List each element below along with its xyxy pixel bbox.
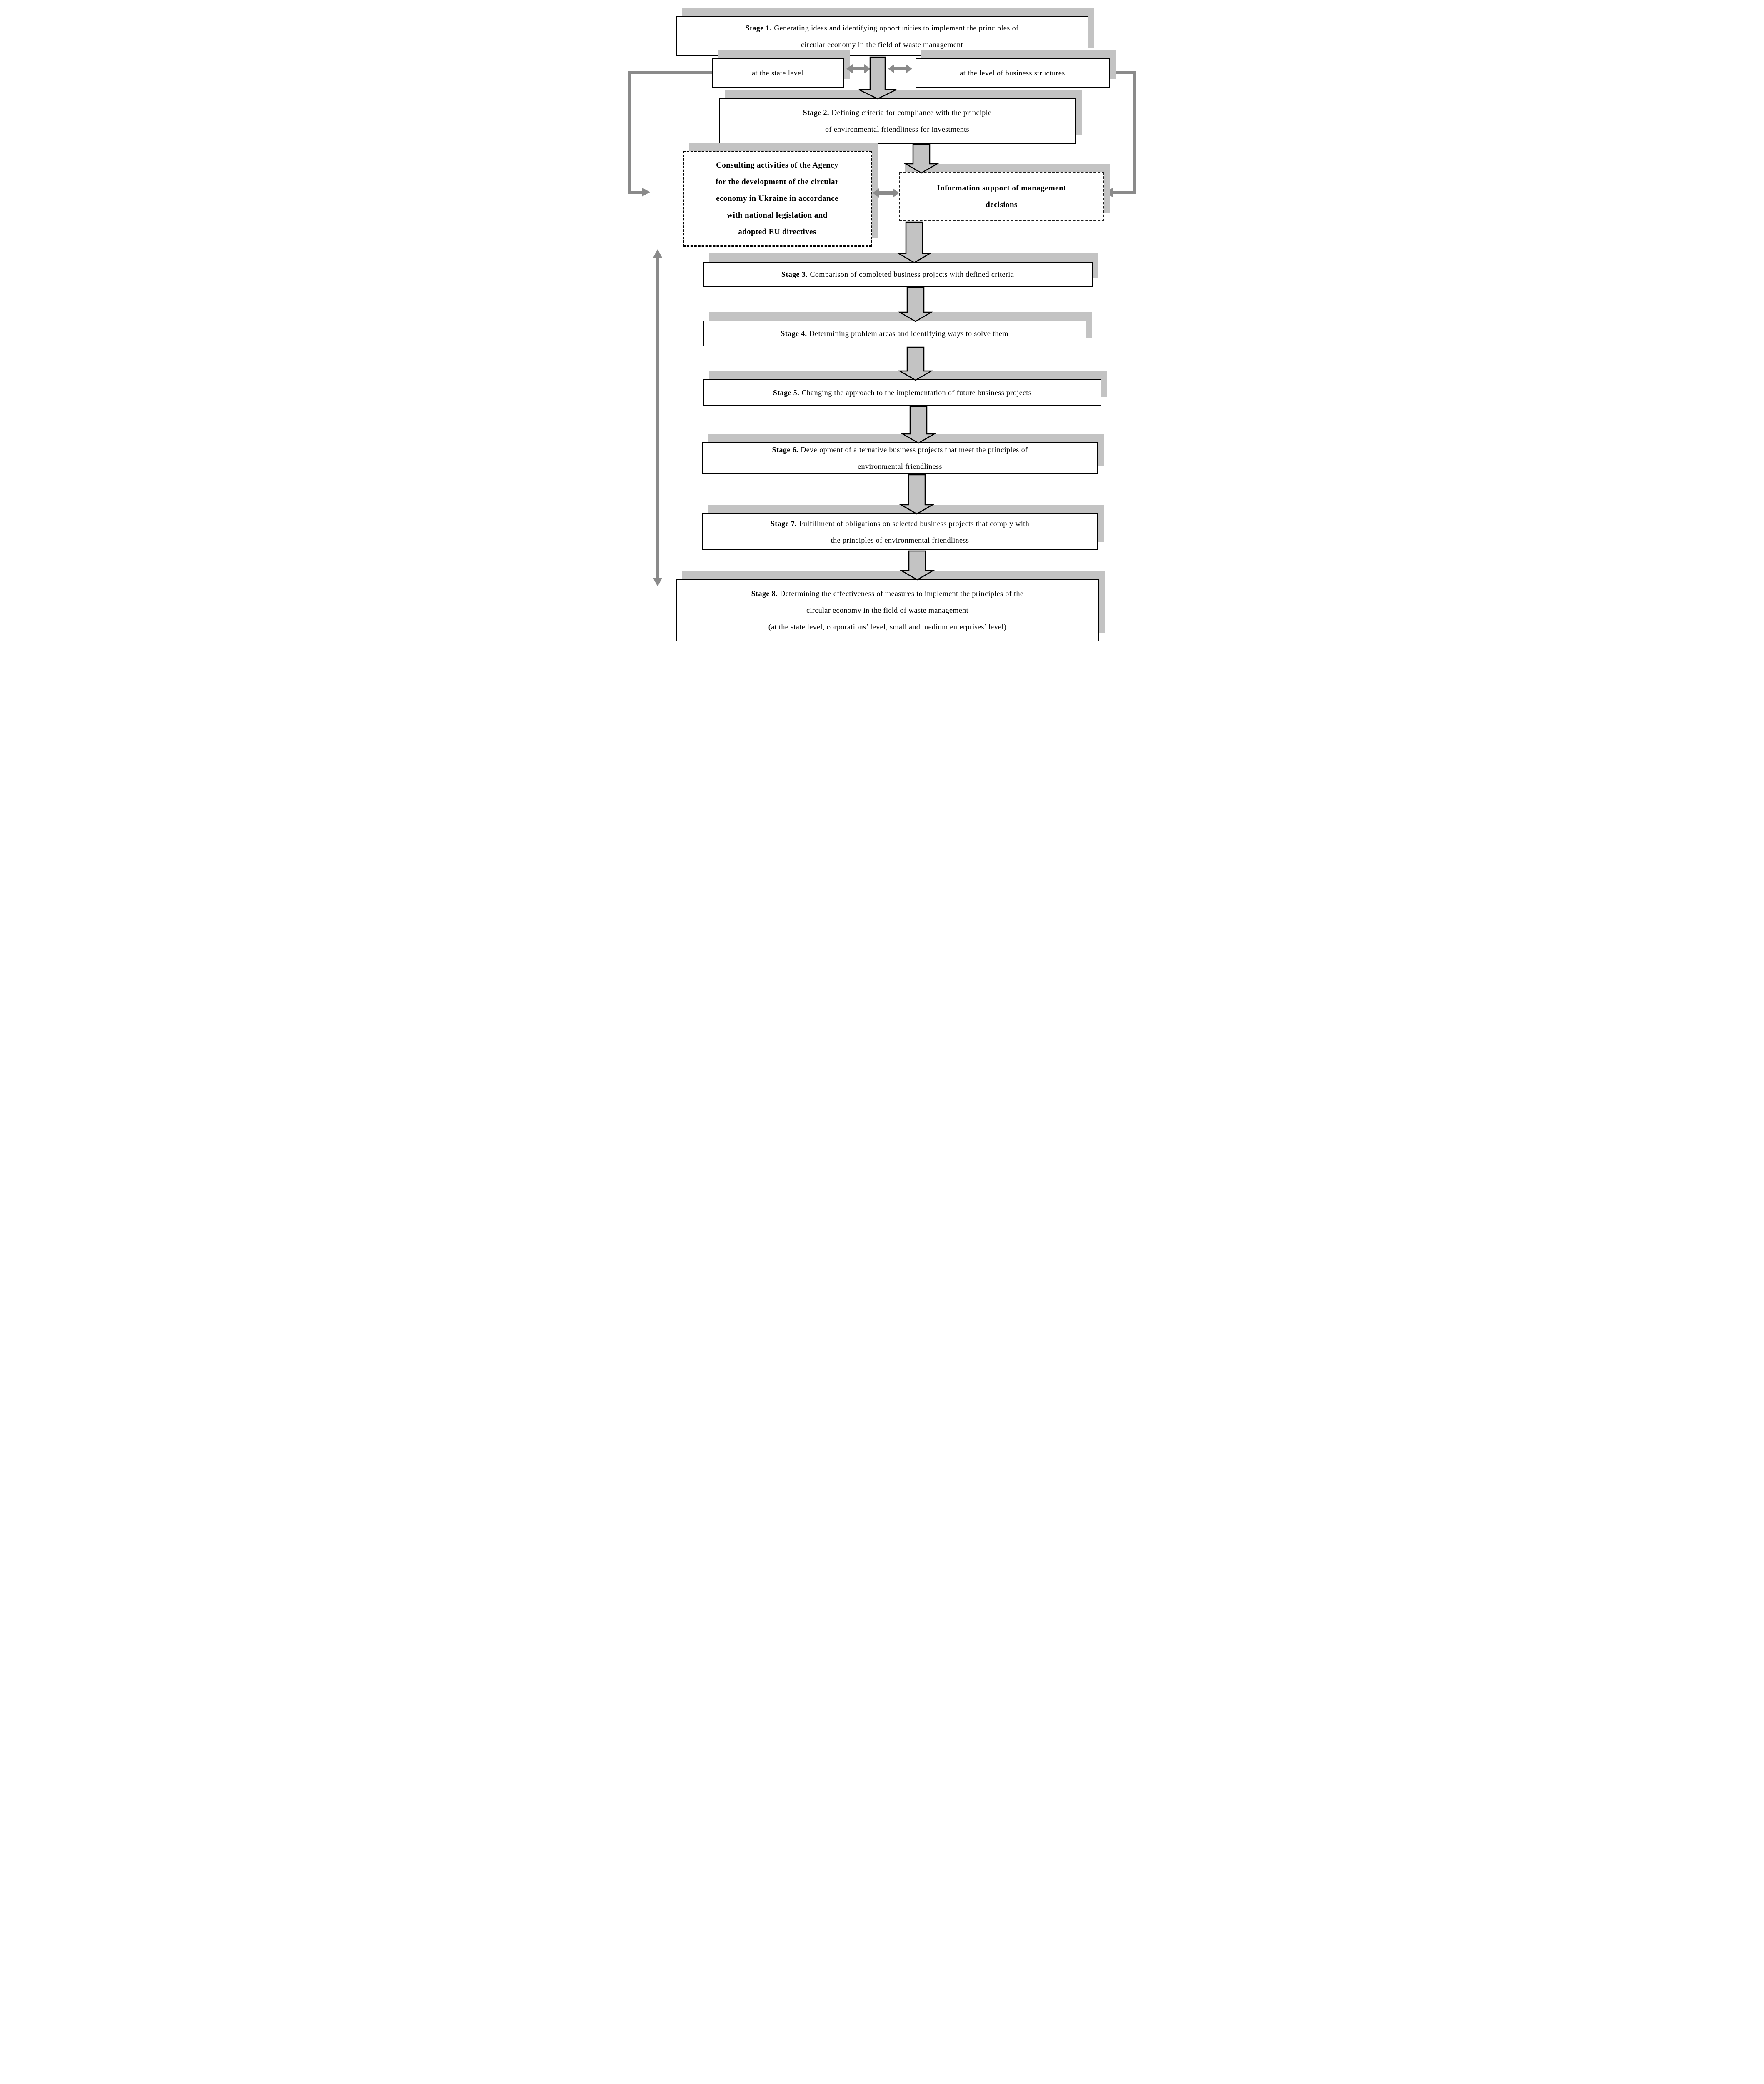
consulting-text-line2: for the development of the circular: [716, 178, 839, 186]
stage-6-text-line2: environmental friendliness: [858, 462, 942, 471]
stage-8-text-line3: (at the state level, corporations’ level…: [768, 623, 1007, 631]
feedback-elbow-right-vertical-segment: [1132, 71, 1136, 194]
stage-2-box: Stage 2.Defining criteria for compliance…: [718, 98, 1076, 144]
stage-4-box: Stage 4.Determining problem areas and id…: [703, 321, 1086, 346]
stage-6-box: Stage 6.Development of alternative busin…: [702, 442, 1098, 474]
stage-8-box: Stage 8.Determining the effectiveness of…: [676, 579, 1099, 641]
arrow-info-to-stage3-icon: [896, 221, 932, 263]
business-structures-text: at the level of business structures: [960, 68, 1065, 77]
flowchart-canvas: Stage 1.Generating ideas and identifying…: [623, 0, 1141, 646]
arrow-stage7-to-stage8-icon: [899, 550, 935, 581]
stage-2-text-line2: of environmental friendliness for invest…: [825, 125, 969, 133]
feedback-elbow-left-top-segment: [628, 71, 712, 74]
stage-3-box: Stage 3.Comparison of completed business…: [703, 262, 1093, 287]
stage-1-box: Stage 1.Generating ideas and identifying…: [676, 16, 1088, 56]
state-level-text: at the state level: [752, 68, 803, 77]
stage-7-text-line2: the principles of environmental friendli…: [831, 536, 969, 544]
arrow-stage6-to-stage7-icon: [898, 474, 935, 515]
feedback-elbow-left-bottom-segment: [628, 191, 642, 194]
stage-6-text-line1: Stage 6.Development of alternative busin…: [772, 446, 1028, 454]
stage-3-text-line1: Stage 3.Comparison of completed business…: [781, 270, 1014, 278]
stage-5-label: Stage 5.: [773, 388, 800, 397]
info-support-text-line2: decisions: [986, 200, 1018, 209]
stage-1-text-line2: circular economy in the field of waste m…: [801, 40, 963, 49]
stage-2-label: Stage 2.: [803, 108, 829, 117]
consulting-box: Consulting activities of the Agency for …: [683, 151, 872, 247]
state-level-box: at the state level: [711, 58, 844, 88]
stage-8-text-line1: Stage 8.Determining the effectiveness of…: [751, 589, 1024, 598]
stage-3-label: Stage 3.: [781, 270, 808, 278]
info-support-text-line1: Information support of management: [937, 184, 1066, 193]
stage-5-box: Stage 5.Changing the approach to the imp…: [703, 379, 1101, 406]
feedback-elbow-right-bottom-segment: [1113, 191, 1136, 194]
feedback-elbow-right-top-segment: [1109, 71, 1136, 74]
arrow-stage5-to-stage6-icon: [900, 406, 936, 444]
stage-7-box: Stage 7.Fulfillment of obligations on se…: [702, 513, 1098, 550]
feedback-elbow-right-arrowhead-icon: [1104, 188, 1113, 197]
consulting-text-line5: adopted EU directives: [738, 228, 816, 236]
info-support-box: Information support of management decisi…: [899, 172, 1104, 221]
stage-2-text-line1: Stage 2.Defining criteria for compliance…: [803, 108, 992, 117]
stage-7-text-line1: Stage 7.Fulfillment of obligations on se…: [770, 519, 1030, 528]
arrow-stage2-to-info-icon: [903, 144, 939, 174]
feedback-elbow-left-arrowhead-icon: [641, 188, 650, 197]
arrow-stage3-to-stage4-icon: [897, 287, 933, 322]
arrow-stage4-to-stage5-icon: [897, 346, 933, 381]
consulting-text-line3: economy in Ukraine in accordance: [716, 194, 838, 203]
stage-6-label: Stage 6.: [772, 446, 798, 454]
stage-8-label: Stage 8.: [751, 589, 778, 598]
feedback-elbow-left-vertical-segment: [628, 71, 631, 194]
stage-4-text-line1: Stage 4.Determining problem areas and id…: [781, 329, 1008, 338]
stage-5-text-line1: Stage 5.Changing the approach to the imp…: [773, 388, 1032, 397]
consulting-text-line4: with national legislation and: [727, 211, 828, 220]
consulting-text-line1: Consulting activities of the Agency: [716, 161, 838, 170]
stage-4-label: Stage 4.: [781, 329, 807, 338]
stage-8-text-line2: circular economy in the field of waste m…: [806, 606, 968, 614]
arrow-stage1-to-stage2-icon: [858, 56, 897, 100]
stage-7-label: Stage 7.: [770, 519, 797, 528]
double-arrow-state-center-icon: [846, 64, 871, 73]
double-arrow-center-business-icon: [888, 64, 912, 73]
double-arrow-consulting-info-icon: [872, 188, 899, 198]
vertical-double-arrow-icon: [653, 249, 662, 586]
stage-1-label: Stage 1.: [745, 23, 772, 32]
business-structures-box: at the level of business structures: [915, 58, 1110, 88]
stage-1-text-line1: Stage 1.Generating ideas and identifying…: [745, 23, 1019, 32]
